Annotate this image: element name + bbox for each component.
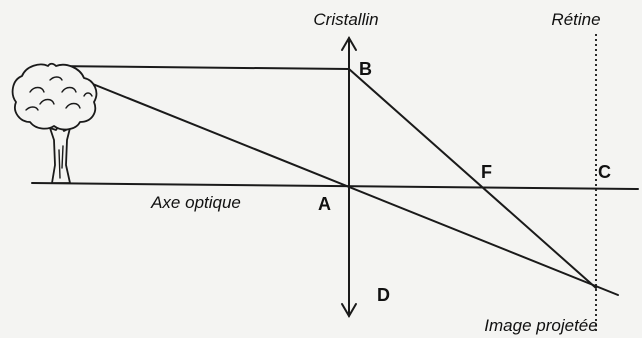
lens-double-arrow-icon <box>342 38 356 316</box>
ray-parallel <box>48 66 349 69</box>
ray-through-center <box>48 66 618 295</box>
ray-through-focus <box>349 69 596 288</box>
retina-label: Rétine <box>551 10 600 29</box>
point-label-d: D <box>377 285 390 305</box>
optical-axis-label: Axe optique <box>150 193 241 212</box>
point-label-c: C <box>598 162 611 182</box>
lens-label: Cristallin <box>313 10 378 29</box>
point-label-b: B <box>359 59 372 79</box>
projected-image-label: Image projetée <box>484 316 597 335</box>
point-label-a: A <box>318 194 331 214</box>
optical-axis-line <box>32 183 638 189</box>
point-label-f: F <box>481 162 492 182</box>
tree-icon <box>13 64 97 183</box>
